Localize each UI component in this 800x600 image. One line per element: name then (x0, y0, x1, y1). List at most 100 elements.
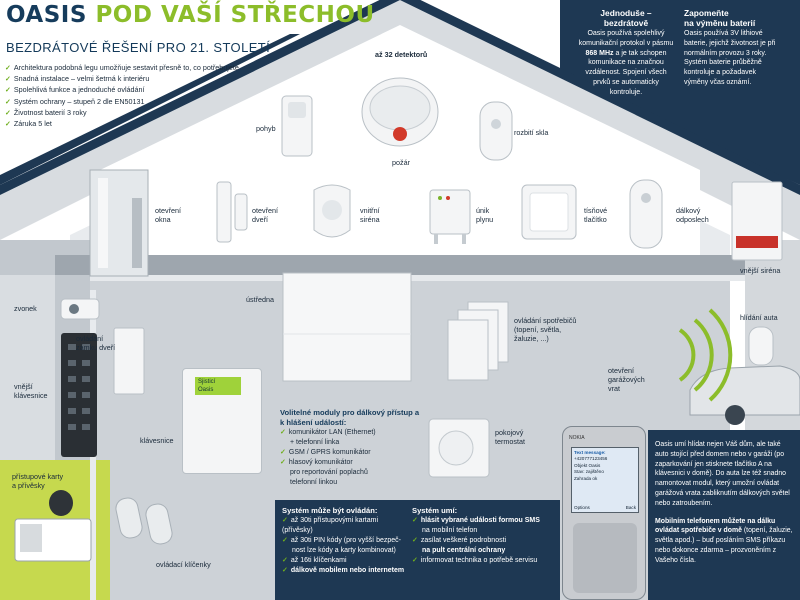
label-panic: tísňové tlačítko (584, 206, 608, 224)
label-doorbell: zvonek (14, 304, 37, 313)
control-methods-list: až 30ti přístupovými kartami (přívěsky) … (282, 516, 408, 576)
control-method-item: nost lze kódy a karty kombinovat) (292, 547, 396, 554)
outdoor-siren-icon (731, 181, 783, 261)
system-can-item: na mobilní telefon (422, 527, 478, 534)
signal-wave (693, 318, 714, 392)
signal-wave (708, 308, 733, 402)
info-wireless-heading: Jednoduše – bezdrátově (600, 8, 652, 28)
appliance-modules-icon (447, 301, 509, 381)
label-keypad: klávesnice (140, 436, 174, 445)
label-gas: únik plynu (476, 206, 494, 224)
label-door-lock: ovládání zámku dveří (76, 334, 116, 352)
brand-name: OASIS (6, 2, 87, 28)
label-appliances: ovládání spotřebičů (topení, světla, žal… (514, 316, 577, 343)
indoor-siren-icon (313, 184, 351, 238)
feature-item: Architektura podobná legu umožňuje sesta… (5, 63, 239, 74)
brand-tagline: POD VAŠÍ STŘECHOU (95, 2, 375, 28)
phone-left-soft[interactable]: Options (574, 504, 590, 510)
mobile-info-bold: Mobilním telefonem můžete na dálku ovlád… (655, 517, 776, 535)
feature-item: Životnost baterií 3 roky (5, 108, 239, 119)
control-methods-heading: Systém může být ovládán: (282, 506, 378, 515)
label-outdoor-siren: vnější siréna (740, 266, 781, 275)
info-wireless: Jednoduše – bezdrátově Oasis používá spo… (578, 8, 674, 98)
panic-button-icon (521, 184, 577, 240)
system-can-item: zasílat veškeré podrobnosti (412, 536, 558, 546)
phone-right-soft[interactable]: Back (625, 504, 636, 510)
signal-wave (678, 328, 696, 382)
feature-item: Záruka 5 let (5, 119, 239, 130)
info-wireless-bold: 868 MHz (585, 49, 614, 57)
phone-screen: Text message: +420777123456 Objekt Oasis… (571, 447, 639, 513)
door-lock-icon (113, 327, 145, 395)
mobile-info: Oasis umí hlídat nejen Váš dům, ale také… (655, 440, 795, 574)
phone-sender: +420777123456 (574, 456, 608, 462)
label-glass: rozbití skla (514, 128, 549, 137)
system-can-list: hlásit vybrané události formou SMS na mo… (412, 516, 558, 566)
car-guard-icon (748, 326, 774, 366)
control-method-item: až 30ti PIN kódy (pro vyšší bezpeč- (282, 536, 408, 546)
bottom-right-panel (648, 430, 800, 600)
feature-item: Systém ochrany – stupeň 2 dle EN50131 (5, 97, 239, 108)
door-sensor-icon (216, 181, 248, 243)
modules-item: telefonní linkou (290, 479, 338, 486)
gas-detector-icon (429, 189, 471, 244)
mobile-info-p1: Oasis umí hlídat nejen Váš dům, ale také… (655, 441, 790, 507)
info-battery-text: Oasis používá 3V lithiové baterie, jejic… (684, 30, 776, 86)
smoke-detector-icon (361, 77, 439, 147)
access-card-icon (14, 518, 92, 562)
control-unit-icon (282, 272, 412, 382)
floor-slab (55, 255, 745, 275)
outer-keypad-icon (61, 333, 97, 457)
modules-box: Volitelné moduly pro dálkový přístup a k… (280, 408, 420, 488)
top-right-panel (560, 0, 800, 185)
feature-item: Snadná instalace – velmi šetrná k interi… (5, 74, 239, 85)
label-remote: dálkový odposlech (676, 206, 709, 224)
phone-msg: Objekt Oasis (574, 462, 601, 468)
window-sensor-icon (89, 169, 149, 277)
control-method-item: až 30ti přístupovými kartami (přívěsky) (282, 516, 408, 536)
label-thermostat: pokojový termostat (495, 428, 525, 446)
feature-item: Spolehlivá funkce a jednoduché ovládání (5, 85, 239, 96)
phone-screen-title: Text message: (574, 450, 606, 455)
rfid-tag-icon (49, 490, 73, 516)
floor-line (90, 275, 745, 281)
label-detectors: až 32 detektorů (375, 50, 428, 59)
keypad-display: Sjisticí Oasis (195, 377, 241, 395)
label-door: otevření dveří (252, 206, 278, 224)
keypad-line2: Oasis (198, 387, 214, 393)
modules-item: + telefonní linka (290, 439, 340, 446)
keypad-line1: Sjisticí (198, 379, 216, 385)
phone-brand: NOKIA (569, 435, 585, 441)
label-motion: pohyb (256, 124, 276, 133)
system-can-item: hlásit vybrané události formou SMS (412, 516, 558, 526)
info-wireless-text2: a je tak schopen komunikace na značnou v… (585, 49, 667, 96)
brand-title: OASIS POD VAŠÍ STŘECHOU (6, 2, 375, 28)
label-garage: otevření garážových vrat (608, 366, 645, 393)
feature-list: Architektura podobná legu umožňuje sesta… (5, 63, 239, 130)
mobile-info-p2: Mobilním telefonem můžete na dálku ovlád… (655, 517, 795, 566)
system-can-item: na pult centrální ochrany (422, 547, 506, 554)
label-indoor-siren: vnitřní siréna (360, 206, 380, 224)
remote-listening-icon (629, 179, 663, 249)
motion-detector-icon (281, 95, 313, 157)
label-fire: požár (392, 158, 410, 167)
doorbell-icon (60, 298, 100, 320)
control-method-item: dálkově mobilem nebo internetem (282, 566, 408, 576)
control-methods-box: Systém může být ovládán: až 30ti přístup… (282, 506, 408, 576)
system-can-item: informovat technika o potřebě servisu (412, 556, 558, 566)
keypad-device: Sjisticí Oasis (182, 368, 262, 474)
glass-break-detector-icon (479, 101, 513, 161)
system-can-box: Systém umí: hlásit vybrané události form… (412, 506, 558, 566)
keyfobs-icon (115, 497, 173, 545)
label-control-unit: ústředna (246, 295, 274, 304)
car-wheel (725, 405, 745, 425)
modules-heading: Volitelné moduly pro dálkový přístup a k… (280, 408, 420, 427)
page-subtitle: BEZDRÁTOVÉ ŘEŠENÍ PRO 21. STOLETÍ (6, 40, 271, 55)
modules-item: hlasový komunikátor (280, 458, 420, 468)
thermostat-icon (428, 418, 490, 478)
phone-extra: Zahrada ok (574, 475, 598, 481)
top-left-panel (0, 0, 378, 34)
mobile-info-text: (topení, žaluzie, světla apod.) – buď po… (655, 527, 793, 564)
